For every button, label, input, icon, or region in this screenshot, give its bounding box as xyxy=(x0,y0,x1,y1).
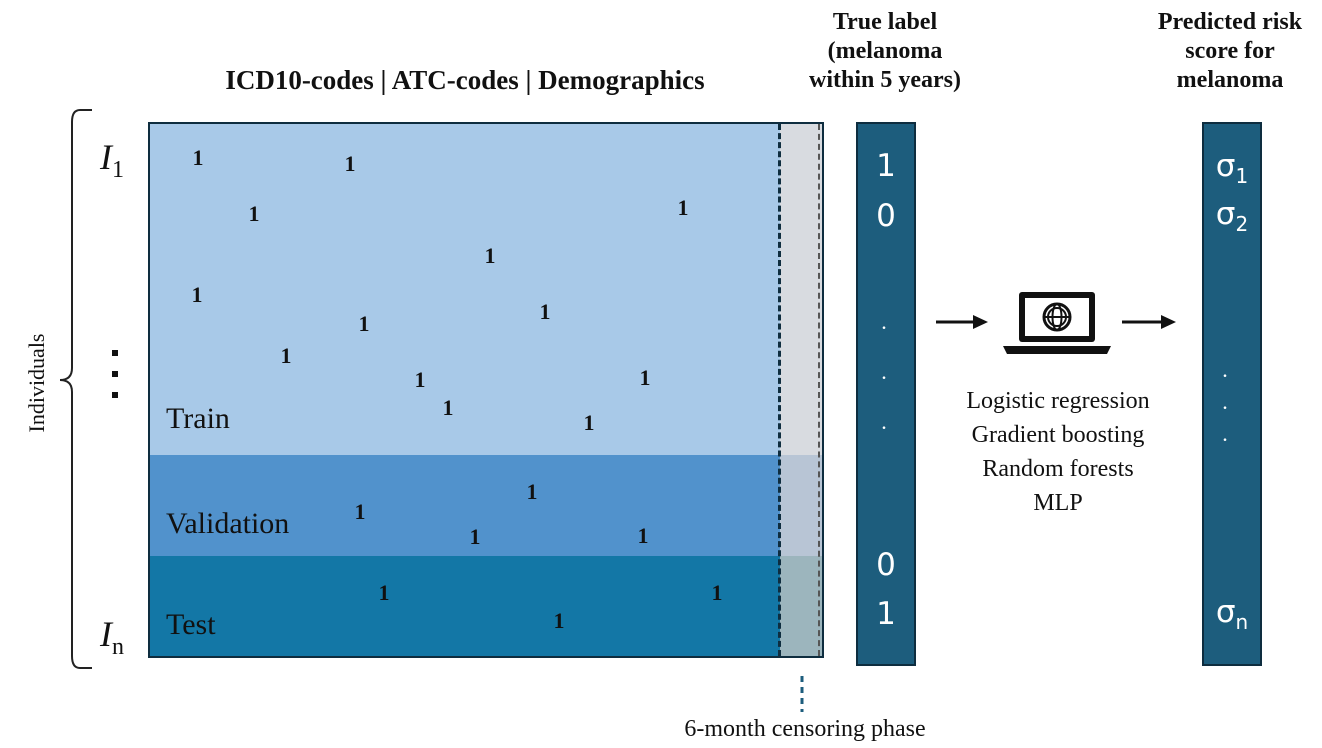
risk-score-header: Predicted risk score for melanoma xyxy=(1135,8,1322,95)
individuals-axis-label: Individuals xyxy=(24,333,49,433)
sigma-subscript: 1 xyxy=(1235,164,1249,189)
risk-header-line3: melanoma xyxy=(1176,67,1284,93)
censor-test xyxy=(780,556,822,656)
validation-label: Validation xyxy=(166,507,290,540)
matrix-one: 1 xyxy=(637,523,649,548)
sigma-subscript: n xyxy=(1235,610,1249,635)
risk-header-line2: score for xyxy=(1185,38,1275,64)
matrix-one: 1 xyxy=(583,410,595,435)
censoring-boundary xyxy=(778,124,781,656)
matrix-one: 1 xyxy=(191,282,203,307)
individual-first-label: I1 xyxy=(100,136,124,184)
right-arrow-icon xyxy=(1122,315,1176,329)
true-label-value: 1 xyxy=(876,596,896,632)
train-label: Train xyxy=(166,402,230,435)
risk-score-vector xyxy=(1202,122,1262,666)
matrix-one: 1 xyxy=(280,343,292,368)
true-label-header: True label (melanoma within 5 years) xyxy=(780,8,990,95)
matrix-one: 1 xyxy=(711,580,723,605)
model-list: Logistic regression Gradient boosting Ra… xyxy=(940,384,1176,520)
data-matrix: Train Validation Test xyxy=(148,122,824,658)
matrix-one: 1 xyxy=(469,524,481,549)
matrix-header: ICD10-codes | ATC-codes | Demographics xyxy=(225,65,705,95)
matrix-one: 1 xyxy=(442,395,454,420)
risk-score-value: σ1 xyxy=(1216,148,1248,188)
true-label-ellipsis-dot: . xyxy=(881,359,887,384)
matrix-one: 1 xyxy=(639,365,651,390)
test-label: Test xyxy=(166,608,216,641)
censoring-label: 6-month censoring phase xyxy=(684,716,926,742)
individuals-brace xyxy=(59,109,92,669)
model-random-forests: Random forests xyxy=(982,456,1134,482)
matrix-one: 1 xyxy=(358,311,370,336)
true-label-header-line3: within 5 years) xyxy=(809,67,961,93)
censoring-right-edge xyxy=(818,124,820,656)
model-logistic-regression: Logistic regression xyxy=(966,388,1150,414)
true-label-value: 0 xyxy=(876,198,896,234)
true-label-ellipsis-dot: . xyxy=(881,409,887,434)
validation-region xyxy=(150,455,780,558)
model-gradient-boosting: Gradient boosting xyxy=(971,422,1145,448)
risk-header-line1: Predicted risk xyxy=(1157,9,1303,35)
individuals-ellipsis xyxy=(112,350,120,398)
matrix-one: 1 xyxy=(677,195,689,220)
risk-score-value: σn xyxy=(1216,594,1248,634)
train-region xyxy=(150,124,780,457)
matrix-one: 1 xyxy=(539,299,551,324)
censor-validation xyxy=(780,455,822,558)
matrix-one: 1 xyxy=(192,145,204,170)
matrix-one: 1 xyxy=(553,608,565,633)
matrix-one: 1 xyxy=(248,201,260,226)
model-mlp: MLP xyxy=(1033,490,1083,516)
matrix-one: 1 xyxy=(344,151,356,176)
matrix-one: 1 xyxy=(526,479,538,504)
matrix-one: 1 xyxy=(414,367,426,392)
sigma-subscript: 2 xyxy=(1235,212,1249,237)
true-label-header-line1: True label xyxy=(832,9,938,35)
sigma-symbol: σ xyxy=(1215,195,1236,232)
censor-train xyxy=(780,124,822,457)
sigma-symbol: σ xyxy=(1215,147,1236,184)
sigma-symbol: σ xyxy=(1215,593,1236,630)
true-label-ellipsis-dot: . xyxy=(881,309,887,334)
right-arrow-icon xyxy=(936,315,988,329)
true-label-vector xyxy=(856,122,916,666)
risk-ellipsis-dot: . xyxy=(1222,389,1228,414)
risk-ellipsis-dot: . xyxy=(1222,421,1228,446)
test-region xyxy=(150,556,780,656)
individual-last-label: In xyxy=(100,613,124,661)
matrix-one: 1 xyxy=(484,243,496,268)
individual-last-letter: I xyxy=(100,614,112,654)
matrix-one: 1 xyxy=(354,499,366,524)
individual-last-sub: n xyxy=(112,634,124,661)
true-label-header-line2: (melanoma xyxy=(827,38,943,64)
true-label-value: 1 xyxy=(876,148,896,184)
risk-score-value: σ2 xyxy=(1216,196,1248,236)
risk-ellipsis-dot: . xyxy=(1222,357,1228,382)
matrix-one: 1 xyxy=(378,580,390,605)
individual-first-sub: 1 xyxy=(112,157,124,184)
laptop-globe-icon xyxy=(1003,292,1111,354)
individual-first-letter: I xyxy=(100,137,112,177)
true-label-value: 0 xyxy=(876,547,896,583)
